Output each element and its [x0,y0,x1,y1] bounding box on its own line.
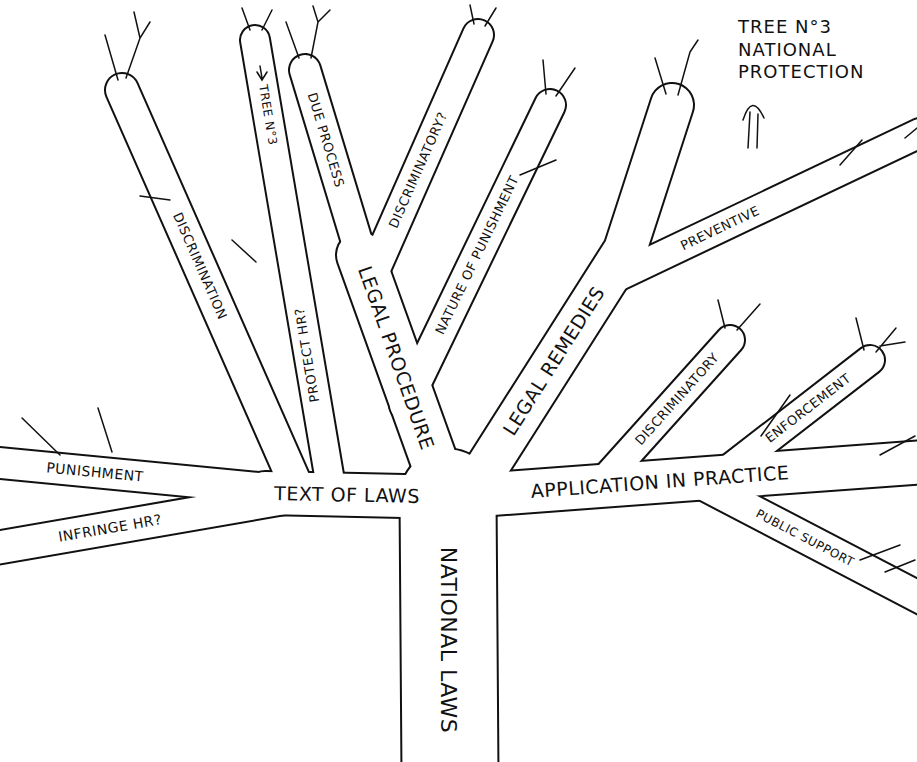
branch-label: PUNISHMENT [46,460,145,483]
branch-label: PROTECT HR? [293,307,321,403]
branch-label: DISCRIMINATORY? [387,110,450,230]
trunk-label: NATIONAL LAWS [437,547,459,734]
tree-title: TREE N°3 NATIONAL PROTECTION [738,16,888,84]
branch-label: INFRINGE HR? [57,512,163,544]
branch-label: PUBLIC SUPPORT [754,507,856,568]
main-branch-label: LEGAL REMEDIES [500,283,608,438]
main-branch-label: APPLICATION IN PRACTICE [530,463,790,501]
branch-label: DISCRIMINATION [171,211,229,322]
branch-label: PREVENTIVE [678,204,761,253]
branch-label: DUE PROCESS [306,91,347,189]
branch-label: NATURE OF PUNISHMENT [433,174,521,337]
main-branch-label: TEXT OF LAWS [274,484,420,506]
main-branch-label: LEGAL PROCEDURE [355,264,437,452]
branch-label: ENFORCEMENT [763,371,853,445]
branch-label: DISCRIMINATORY [633,351,721,448]
branch-note: TREE N°3 [257,84,279,146]
